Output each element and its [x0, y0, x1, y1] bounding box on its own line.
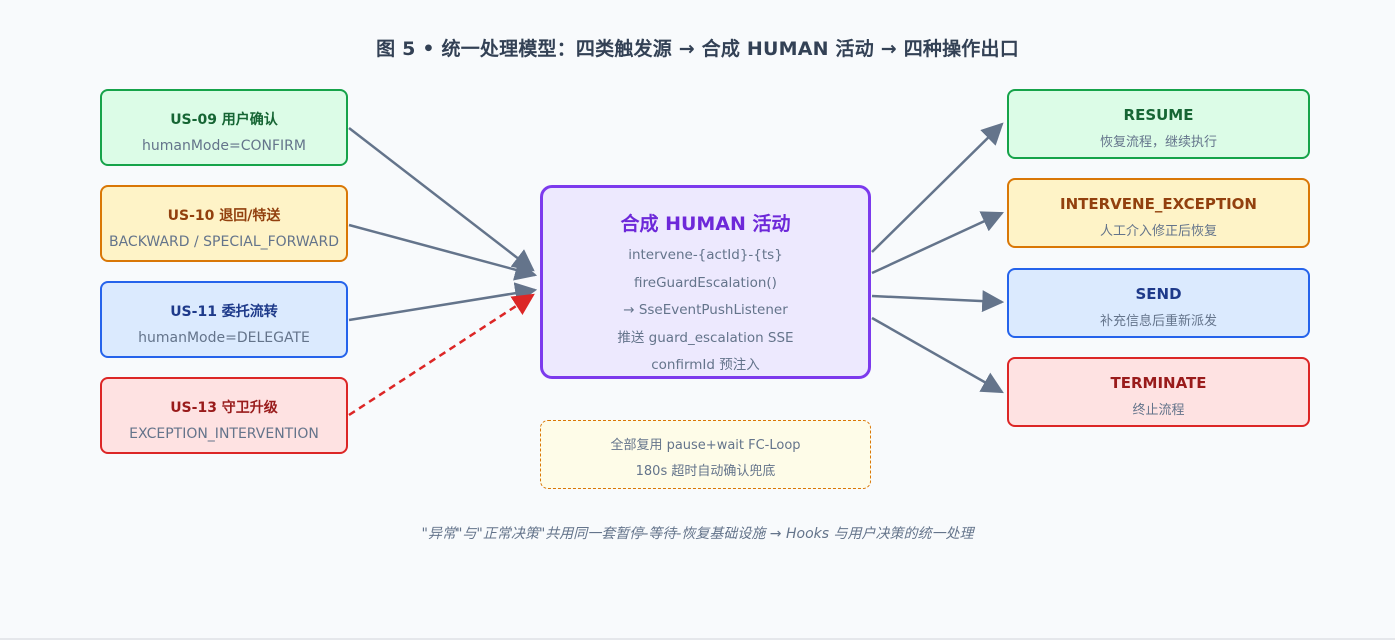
center-line: confirmId 预注入	[651, 357, 760, 373]
output-title: INTERVENE_EXCEPTION	[1060, 195, 1257, 213]
arrow-us11-to-center	[348, 282, 538, 322]
figure-caption: "异常"与"正常决策"共用同一套暂停-等待-恢复基础设施 → Hooks 与用户…	[421, 526, 974, 542]
source-detail: EXCEPTION_INTERVENTION	[129, 426, 319, 442]
output-detail: 终止流程	[1132, 403, 1185, 418]
output-box-resume: RESUME 恢复流程，继续执行	[1007, 89, 1310, 159]
arrow-us13-to-center-dashed	[348, 293, 535, 417]
source-detail: humanMode=CONFIRM	[142, 138, 306, 154]
figure-title: 图 5 • 统一处理模型：四类触发源 → 合成 HUMAN 活动 → 四种操作出…	[376, 38, 1019, 60]
source-title: US-13 守卫升级	[170, 400, 278, 416]
center-line: 推送 guard_escalation SSE	[617, 329, 794, 346]
synthesized-human-activity-box: 合成 HUMAN 活动 intervene-{actId}-{ts} fireG…	[540, 185, 871, 379]
center-line: fireGuardEscalation()	[634, 274, 777, 291]
source-box-us10: US-10 退回/特送 BACKWARD / SPECIAL_FORWARD	[100, 185, 348, 262]
bottom-divider	[0, 638, 1395, 640]
arrow-us09-to-center	[348, 127, 535, 272]
source-detail: BACKWARD / SPECIAL_FORWARD	[108, 234, 340, 250]
output-box-intervene-exception: INTERVENE_EXCEPTION 人工介入修正后恢复	[1007, 178, 1310, 248]
output-detail: 人工介入修正后恢复	[1099, 224, 1217, 239]
source-box-us13: US-13 守卫升级 EXCEPTION_INTERVENTION	[100, 377, 348, 454]
arrow-center-to-resume	[871, 122, 1004, 253]
output-title: RESUME	[1123, 106, 1194, 124]
output-title: TERMINATE	[1110, 374, 1207, 392]
output-box-send: SEND 补充信息后重新派发	[1007, 268, 1310, 338]
center-line: → SseEventPushListener	[623, 302, 788, 318]
source-title: US-11 委托流转	[170, 304, 278, 320]
center-title: 合成 HUMAN 活动	[620, 213, 791, 235]
arrow-us10-to-center	[348, 223, 538, 281]
output-detail: 恢复流程，继续执行	[1099, 135, 1217, 150]
source-box-us11: US-11 委托流转 humanMode=DELEGATE	[100, 281, 348, 358]
source-box-us09: US-09 用户确认 humanMode=CONFIRM	[100, 89, 348, 166]
note-line: 全部复用 pause+wait FC-Loop	[610, 438, 801, 453]
fc-loop-note-box: 全部复用 pause+wait FC-Loop 180s 超时自动确认兜底	[540, 420, 871, 489]
output-title: SEND	[1135, 285, 1182, 303]
output-box-terminate: TERMINATE 终止流程	[1007, 357, 1310, 427]
center-line: intervene-{actId}-{ts}	[628, 247, 783, 263]
source-title: US-10 退回/特送	[167, 208, 281, 224]
note-line: 180s 超时自动确认兜底	[635, 464, 776, 479]
output-detail: 补充信息后重新派发	[1099, 314, 1217, 329]
arrow-center-to-send	[871, 290, 1005, 313]
arrow-center-to-terminate	[871, 316, 1004, 394]
source-detail: humanMode=DELEGATE	[138, 330, 310, 346]
arrow-center-to-intervene	[871, 211, 1004, 275]
source-title: US-09 用户确认	[170, 112, 278, 128]
